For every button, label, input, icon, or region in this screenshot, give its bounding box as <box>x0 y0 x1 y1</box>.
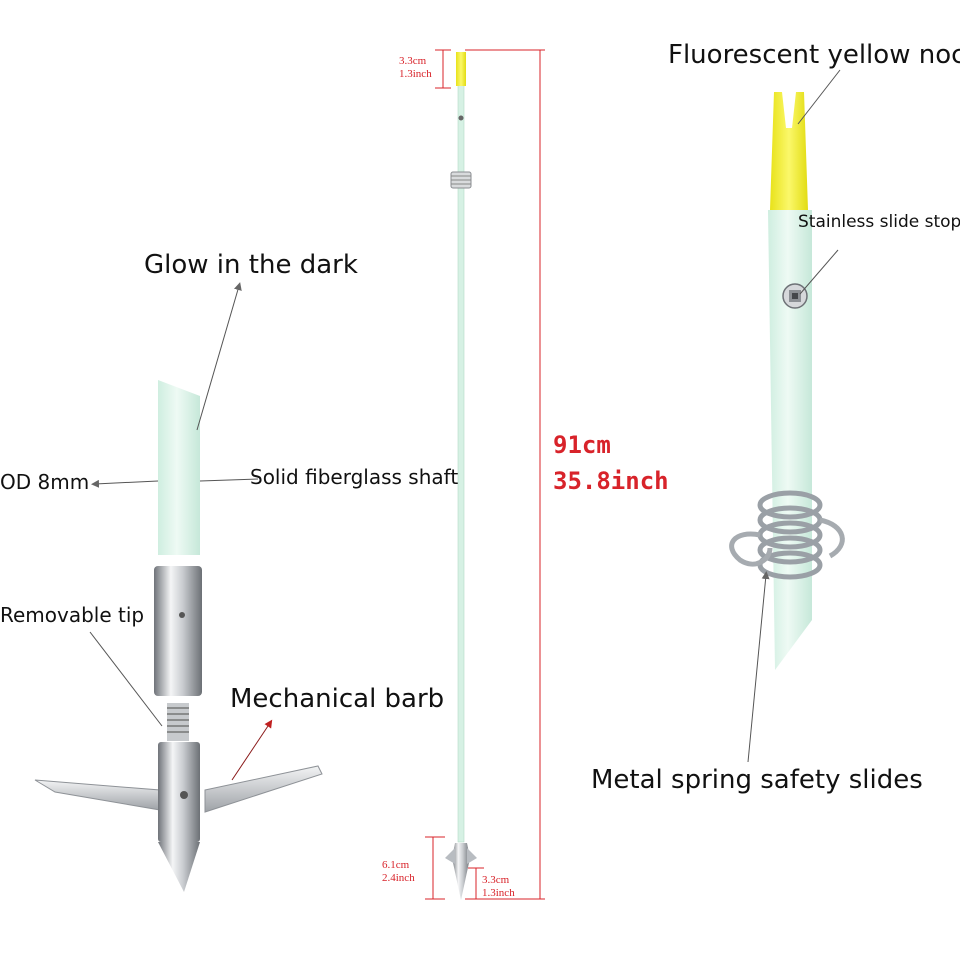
shaft-leader-line <box>199 478 259 482</box>
nock-leader-line <box>797 69 841 125</box>
removable-tip-label: Removable tip <box>0 603 145 627</box>
tip-total-dimension: 6.1cm 2.4inch <box>382 859 415 885</box>
slide-stop-leader-line <box>799 249 839 295</box>
dimension-lines <box>425 49 545 900</box>
total-length-dimension: 91cm 35.8inch <box>553 427 669 499</box>
total-length-inch: 35.8inch <box>553 467 669 495</box>
tip-point-dimension: 3.3cm 1.3inch <box>482 874 515 900</box>
nock-label: Fluorescent yellow nock <box>668 40 960 70</box>
nock-detail-shaft <box>768 210 812 670</box>
tip-point-cm: 3.3cm <box>482 874 510 886</box>
slide-stop-screw <box>782 283 808 309</box>
glow-leader-line <box>196 282 242 431</box>
barb-leader-line <box>231 719 273 781</box>
removable-tip-sleeve <box>154 566 202 696</box>
od-leader-line <box>91 479 159 488</box>
slide-stop-label: Stainless slide stop <box>798 212 960 232</box>
full-arrow <box>445 52 477 900</box>
nock-dimension-inch: 1.3inch <box>399 68 432 80</box>
tip-leader-line <box>89 631 163 727</box>
tip-total-inch: 2.4inch <box>382 872 415 884</box>
barb-label: Mechanical barb <box>230 684 445 714</box>
spring-slides <box>729 490 845 580</box>
glow-label: Glow in the dark <box>144 250 358 280</box>
shaft-label: Solid fiberglass shaft <box>250 465 459 489</box>
spring-label: Metal spring safety slides <box>591 765 923 795</box>
nock-dimension: 3.3cm 1.3inch <box>399 55 432 81</box>
od-label: OD 8mm <box>0 470 90 494</box>
tip-total-cm: 6.1cm <box>382 859 410 871</box>
nock-dimension-cm: 3.3cm <box>399 55 427 67</box>
total-length-cm: 91cm <box>553 431 611 459</box>
tip-point-inch: 1.3inch <box>482 887 515 899</box>
spring-leader-line <box>747 571 770 763</box>
yellow-nock <box>770 92 808 210</box>
threaded-stud <box>167 703 189 741</box>
glow-shaft-segment <box>158 380 200 555</box>
barb-body <box>158 742 200 892</box>
